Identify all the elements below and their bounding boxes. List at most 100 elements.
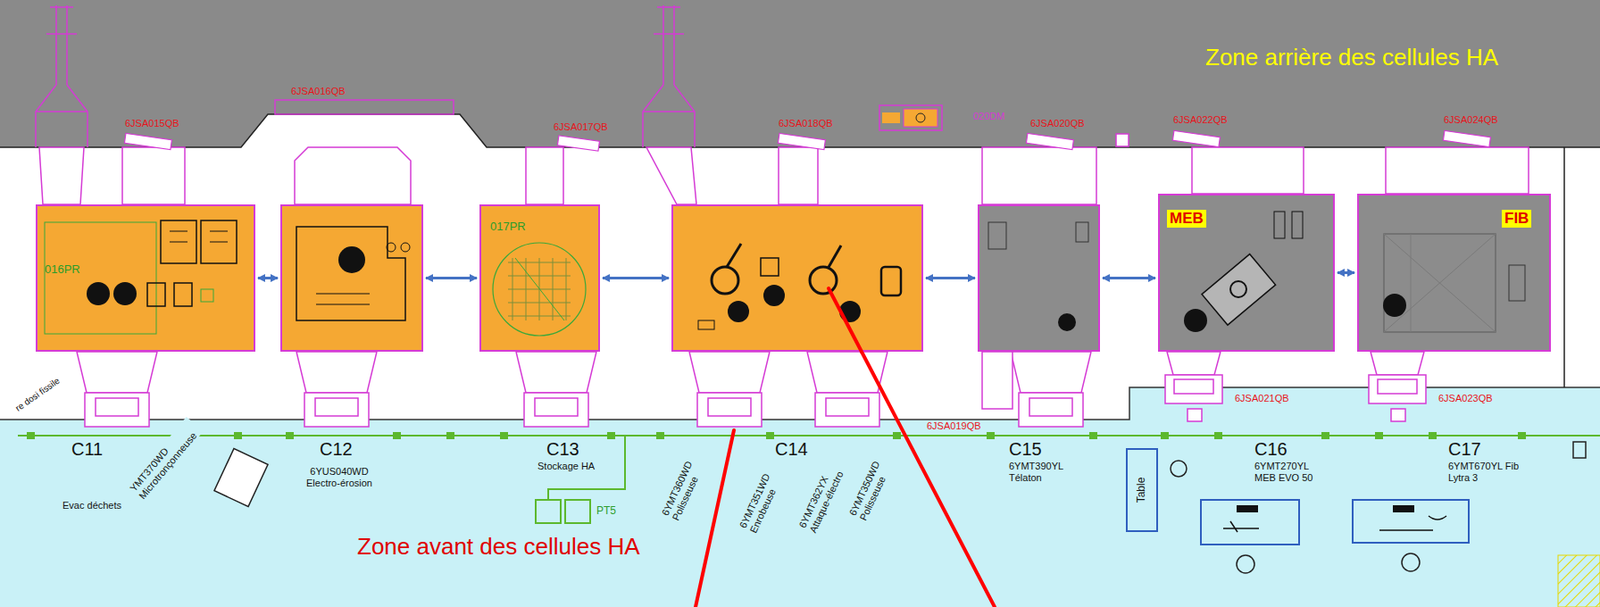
equipment-rect	[988, 222, 1007, 250]
plan-rect	[122, 147, 185, 205]
plan-rect	[26, 432, 35, 440]
hot-cell: C15	[977, 204, 1100, 352]
plan-rect	[986, 432, 995, 440]
plan-rect	[524, 392, 589, 427]
cell-heading: C12	[319, 439, 353, 460]
plan-polygon	[516, 351, 597, 393]
equipment-path	[169, 231, 228, 242]
equipment-circle	[1183, 308, 1208, 333]
machine-label: 6YMT390YL Télaton	[1008, 460, 1072, 484]
plan-polygon	[294, 147, 411, 205]
plan-rect	[697, 392, 762, 427]
machine-label: 6YMT362YX Attaque-électro	[796, 443, 855, 534]
post-label: PT5	[596, 505, 617, 518]
plan-rect	[766, 432, 775, 440]
equipment-code: 6JSA017QB	[553, 121, 609, 134]
chairs	[1170, 441, 1586, 574]
plan-rect	[304, 392, 369, 427]
equipment-circle	[400, 242, 410, 252]
equipment-rect	[1508, 265, 1525, 301]
plan-rect	[1573, 441, 1586, 459]
plan-rect	[882, 112, 900, 124]
hot-cell: C11016PR	[35, 204, 256, 352]
plan-rect	[1018, 392, 1084, 427]
plan-rect	[1174, 379, 1214, 394]
plan-rect	[1428, 432, 1437, 440]
plan-rect	[879, 105, 942, 131]
plan-polygon	[296, 351, 377, 393]
equipment-path	[316, 293, 370, 305]
equipment-circle	[763, 284, 785, 307]
plan-rect	[1029, 398, 1073, 417]
equipment-circle	[338, 246, 366, 274]
plan-rect	[1236, 505, 1259, 513]
cell-equipment	[977, 204, 1100, 352]
plan-rect	[1089, 432, 1098, 440]
equipment-code: 6JSA023QB	[1438, 392, 1493, 405]
plan-circle	[1170, 460, 1187, 477]
plan-rect	[1377, 379, 1417, 394]
equipment-code: 6JSA024QB	[1443, 114, 1499, 126]
plan-rect	[982, 147, 1097, 205]
equipment-tag: FIB	[1501, 209, 1532, 228]
plan-rect	[1391, 408, 1406, 422]
equipment-code: 6JSA016QB	[291, 85, 346, 98]
machine-label: 6YMT270YL MEB EVO 50	[1254, 460, 1322, 484]
plan-rect	[1214, 432, 1223, 440]
equipment-circle	[113, 282, 137, 306]
transfer-arrow	[1102, 276, 1156, 280]
machine-label: Stockage HA	[537, 460, 595, 473]
machine-label: 6YMT350WD Polisseuse	[847, 456, 894, 523]
equipment-code: 6JSA020QB	[1030, 117, 1085, 130]
equipment-rect	[44, 222, 157, 334]
waste-bin	[214, 449, 268, 508]
plan-rect	[1200, 500, 1300, 545]
plan-rect	[1172, 130, 1220, 147]
cell-equipment	[280, 204, 424, 352]
plan-rect	[903, 108, 938, 127]
equipment-code: 6JSA018QB	[778, 117, 834, 130]
equipment-path	[726, 243, 842, 269]
zone-code: 017PR	[490, 220, 526, 234]
dm-unit	[879, 105, 942, 131]
equipment-circle	[492, 242, 586, 336]
equipment-path	[508, 258, 571, 321]
plan-rect	[892, 432, 901, 440]
plan-rect	[1116, 133, 1129, 147]
side-wall	[1563, 147, 1566, 388]
zone-code: 016PR	[44, 263, 81, 277]
plan-path	[35, 5, 88, 148]
plan-rect	[233, 432, 242, 440]
plan-polygon	[76, 351, 158, 393]
transfer-arrow	[602, 276, 669, 280]
cell-heading: C11	[71, 439, 103, 460]
plan-rect	[84, 392, 150, 427]
equipment-code: 6JSA022QB	[1173, 114, 1228, 126]
transfer-masts	[35, 5, 697, 205]
plan-polygon	[646, 147, 697, 205]
desks	[1126, 449, 1469, 545]
equipment-code: 6JSA019QB	[925, 420, 984, 433]
equipment-tag: MEB	[1166, 209, 1207, 228]
hot-cell: C14	[671, 204, 924, 352]
machine-label: 6YUS040WD Electro-érosion	[294, 466, 384, 489]
cell-heading: C15	[1008, 439, 1042, 460]
cell-equipment	[671, 204, 924, 352]
plan-rect	[1385, 147, 1529, 194]
equipment-rect	[881, 266, 901, 296]
plan-rect	[1321, 432, 1330, 440]
plan-rect	[1165, 375, 1223, 404]
plan-polygon	[1166, 351, 1221, 375]
hot-cell: C16MEB	[1158, 193, 1335, 352]
equipment-path	[1383, 233, 1496, 333]
furniture-label: Table	[1135, 477, 1149, 504]
plan-path	[1223, 521, 1259, 533]
machine-label: 6YMT670YL Fib Lytra 3	[1448, 460, 1520, 484]
equipment-circle	[809, 266, 837, 294]
plan-circle	[1236, 555, 1255, 574]
equipment-line	[828, 288, 862, 352]
hot-cell: C12	[280, 204, 424, 352]
plan-rect	[1368, 375, 1426, 404]
